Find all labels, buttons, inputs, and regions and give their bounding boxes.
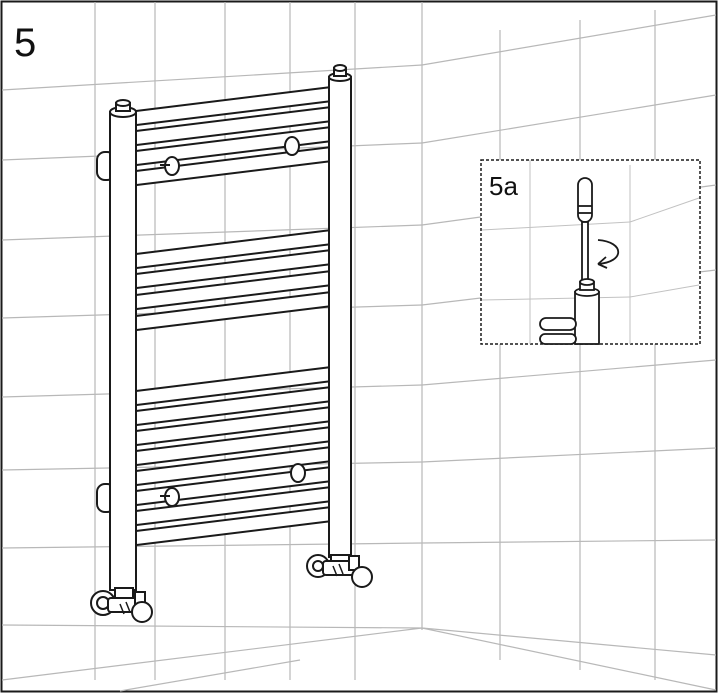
rotation-arrowhead	[597, 256, 608, 269]
right-valve	[306, 554, 373, 588]
rail-group-bottom	[127, 366, 339, 547]
right-collector	[328, 76, 352, 558]
inset-tiles	[481, 160, 700, 344]
wall-brackets	[96, 136, 306, 513]
inset-label: 5a	[489, 171, 518, 201]
inset-5a: 5a	[480, 159, 701, 345]
towel-radiator	[90, 64, 373, 623]
left-collector	[109, 111, 137, 591]
bleed-valve-detail	[539, 278, 600, 345]
step-number: 5	[14, 21, 36, 65]
left-valve	[90, 587, 153, 623]
rotation-arrow	[597, 239, 619, 265]
rail-group-top	[127, 86, 339, 187]
